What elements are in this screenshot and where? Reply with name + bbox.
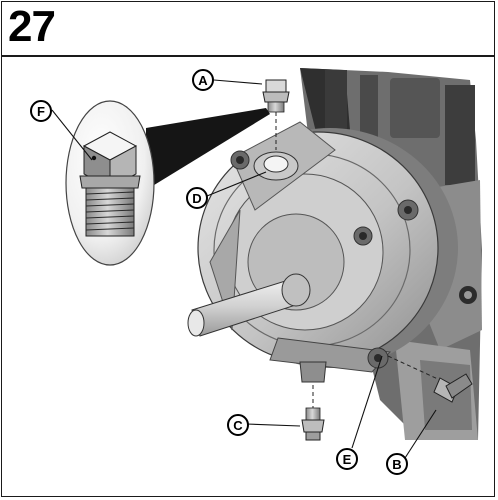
magnified-plug-inset [65, 100, 270, 266]
fill-plug-a [262, 79, 290, 150]
output-shaft [187, 273, 311, 337]
figure-number: 27 [8, 2, 56, 51]
callout-a: A [192, 69, 214, 91]
bolt-b [387, 355, 473, 403]
callout-b: B [386, 453, 408, 475]
callout-c: C [227, 414, 249, 436]
callout-d: D [186, 187, 208, 209]
callout-e: E [336, 448, 358, 470]
leader-lines [51, 79, 437, 459]
drain-plug-c [301, 385, 325, 441]
callout-f: F [30, 100, 52, 122]
header-divider [1, 55, 495, 57]
